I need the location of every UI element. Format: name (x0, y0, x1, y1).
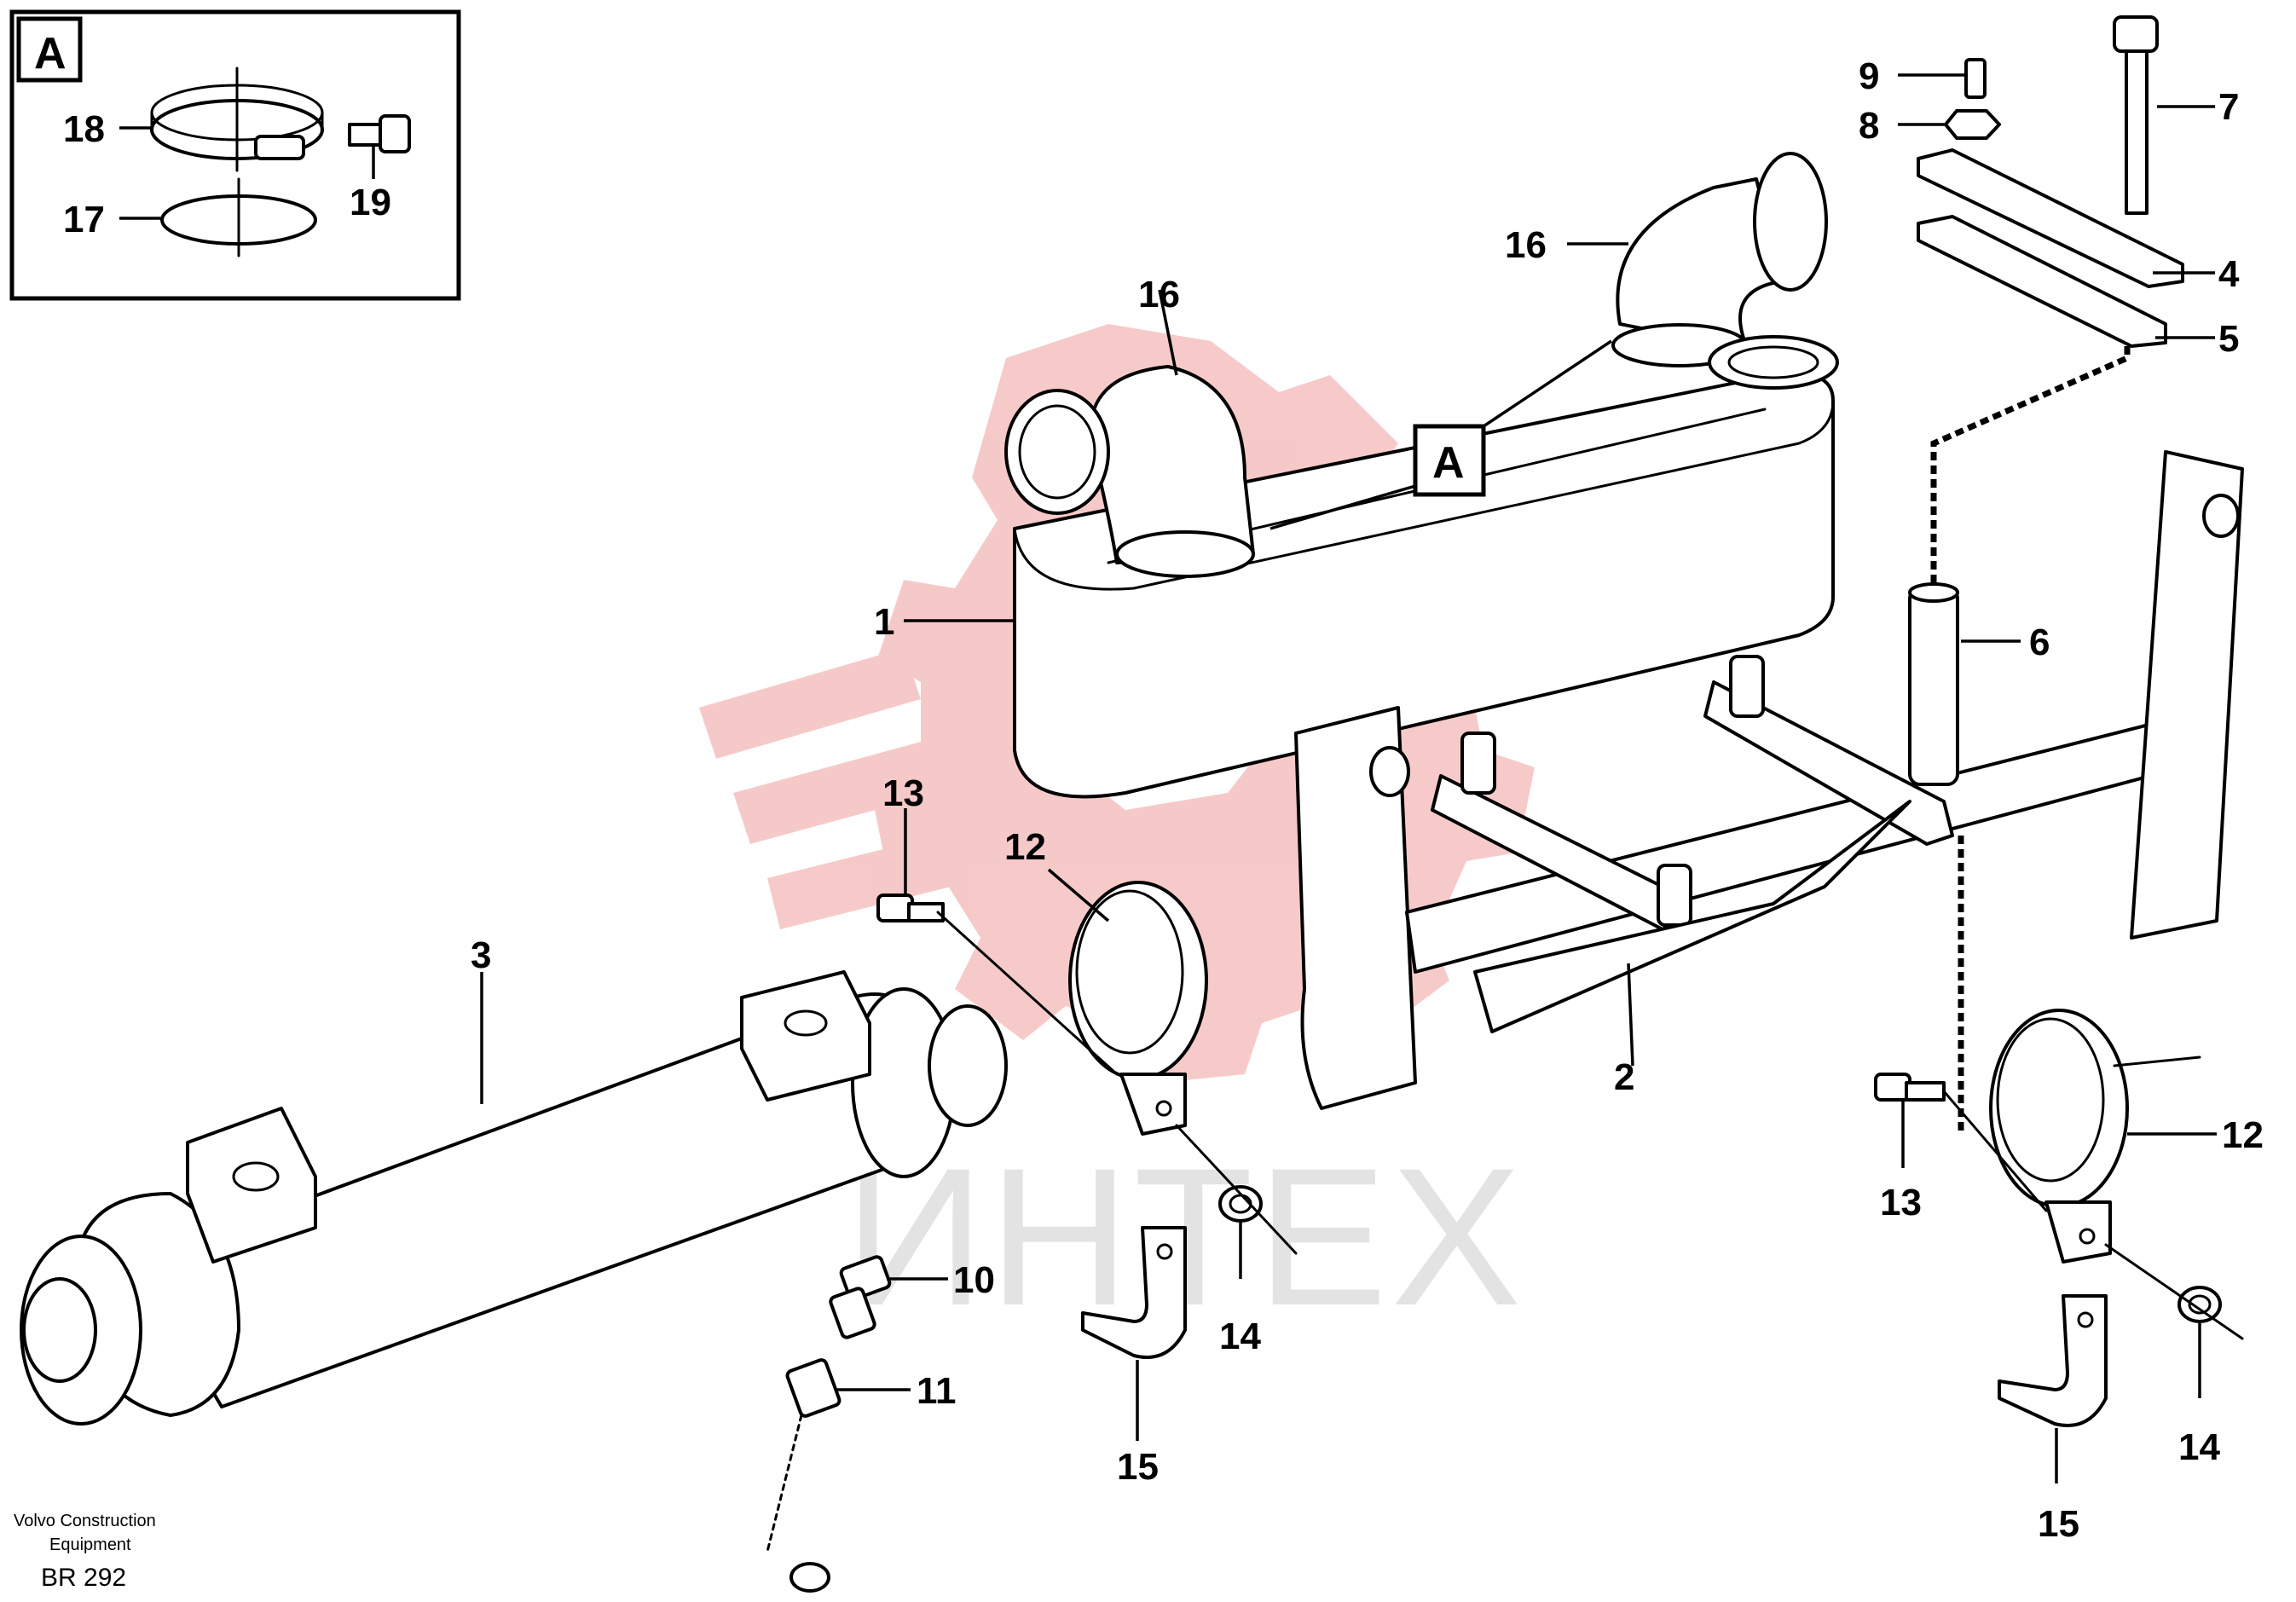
bolt-19-part (348, 114, 411, 153)
callout-16-right: 16 (1505, 224, 1547, 266)
bolt-13-right-part (1874, 1073, 2048, 1212)
drawing-code: BR 292 (41, 1564, 126, 1592)
callout-19: 19 (350, 182, 391, 223)
callout-7: 7 (2218, 86, 2239, 128)
detail-reference-label: A (1432, 438, 1465, 488)
detail-box-label: A (34, 29, 67, 78)
callout-17: 17 (63, 199, 105, 240)
frame-bracket-part (1294, 450, 2244, 1110)
drain-fitting-part (829, 1255, 892, 1339)
plate-4-part (1917, 148, 2184, 288)
bracket-15-right-part (1998, 1294, 2108, 1427)
callout-14-right: 14 (2178, 1426, 2220, 1468)
callout-13-right: 13 (1880, 1182, 1922, 1223)
detail-box-a: A 18 17 19 (9, 9, 461, 301)
callout-3: 3 (471, 934, 491, 976)
company-name: Volvo Construction (14, 1512, 156, 1530)
callout-4: 4 (2218, 253, 2240, 295)
callout-6: 6 (2029, 622, 2050, 663)
callout-15-right: 15 (2038, 1503, 2079, 1545)
bolt-13-left-part (876, 894, 1119, 1076)
nut-14-left-part (1175, 1124, 1298, 1255)
hose-clamp-right-part (1989, 1009, 2201, 1264)
callout-11: 11 (917, 1370, 957, 1412)
callout-1: 1 (874, 601, 894, 643)
company-name-line2: Equipment (49, 1535, 131, 1554)
footer: Volvo Construction Equipment BR 292 (14, 1512, 156, 1592)
intercooler-tank-part (1004, 152, 1839, 799)
callout-12-right: 12 (2222, 1114, 2264, 1156)
callout-10: 10 (953, 1259, 995, 1301)
drain-plug-part (766, 1358, 841, 1593)
nut-8-part (1944, 109, 2001, 140)
plate-5-part (1917, 215, 2167, 348)
oil-cooler-part (20, 970, 1008, 1426)
detail-reference-a: A (1269, 339, 1612, 530)
screw-9-part (1964, 58, 1987, 99)
callout-18: 18 (63, 108, 105, 150)
o-ring-part (160, 177, 317, 257)
callout-9: 9 (1859, 55, 1879, 97)
callout-15-left: 15 (1117, 1446, 1159, 1488)
callout-2: 2 (1614, 1056, 1634, 1098)
bracket-15-left-part (1081, 1226, 1187, 1359)
callout-14-left: 14 (1219, 1316, 1261, 1357)
nut-14-right-part (2104, 1243, 2244, 1340)
spacer-6-part (1908, 582, 1959, 786)
callout-5: 5 (2218, 318, 2239, 360)
callout-12-left: 12 (1004, 826, 1046, 868)
clamp-ring-part (150, 67, 324, 172)
callout-16-left: 16 (1138, 274, 1180, 315)
bolt-7-part (2113, 15, 2159, 215)
callout-13-left: 13 (882, 772, 924, 814)
callout-8: 8 (1859, 105, 1879, 147)
hose-clamp-left-part (1068, 881, 1208, 1136)
assembly-guide-line (1930, 346, 2131, 588)
